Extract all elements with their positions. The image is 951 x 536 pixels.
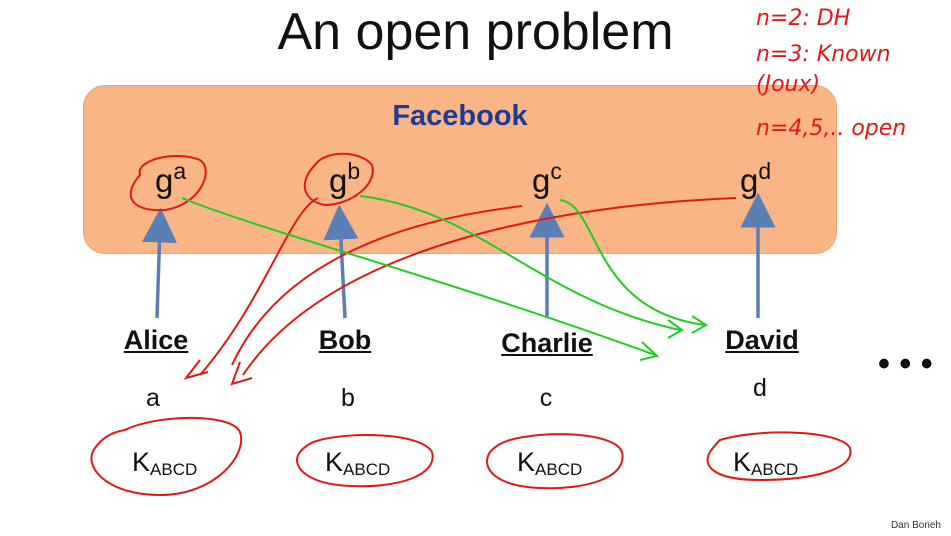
party-charlie: Charlie xyxy=(501,328,593,358)
facebook-box: Facebook xyxy=(83,85,837,254)
shared-key-alice-base: K xyxy=(132,447,151,477)
red-arrow-gb-to-alice xyxy=(199,197,319,376)
public-value-gb-exp: b xyxy=(347,158,361,184)
shared-key-alice-sub: ABCD xyxy=(150,460,198,480)
green-arrowhead-1 xyxy=(639,341,660,361)
shared-key-david: KABCD xyxy=(733,447,798,482)
slide-title: An open problem xyxy=(277,3,674,61)
circle-key-bob-icon xyxy=(296,434,434,488)
credit: Dan Boneh xyxy=(890,520,941,531)
shared-key-charlie-sub: ABCD xyxy=(535,460,583,480)
green-arrow-ga-to-david xyxy=(181,197,656,356)
public-value-gc-exp: c xyxy=(550,158,562,184)
circle-key-david-icon xyxy=(706,431,852,482)
shared-key-bob: KABCD xyxy=(325,447,390,482)
shared-key-bob-sub: ABCD xyxy=(343,460,391,480)
red-arrowhead-1 xyxy=(183,359,209,380)
party-david: David xyxy=(725,325,799,355)
secret-b: b xyxy=(341,384,355,412)
red-arrow-gd-to-alice xyxy=(242,197,737,376)
public-value-gd-exp: d xyxy=(758,158,772,184)
secret-d: d xyxy=(753,374,767,402)
public-value-gd: gd xyxy=(740,160,771,200)
green-arrow-gc-to-david xyxy=(559,199,706,326)
party-bob: Bob xyxy=(318,325,372,355)
red-arrowhead-2 xyxy=(230,361,253,386)
green-arrowhead-3 xyxy=(691,315,708,334)
public-value-ga-base: g xyxy=(155,162,174,199)
public-value-gc-base: g xyxy=(532,162,551,199)
public-value-gd-base: g xyxy=(740,162,759,199)
circle-key-charlie-icon xyxy=(486,433,624,490)
shared-key-charlie: KABCD xyxy=(517,447,582,482)
public-value-gb: gb xyxy=(329,160,360,200)
circle-ga-icon xyxy=(129,154,207,212)
green-arrow-gb-to-david xyxy=(359,195,681,331)
shared-key-alice: KABCD xyxy=(132,447,197,482)
arrow-bob-up xyxy=(323,204,359,319)
facebook-label: Facebook xyxy=(392,100,528,132)
public-value-gc: gc xyxy=(532,160,562,200)
secret-c: c xyxy=(539,384,553,412)
public-value-gb-base: g xyxy=(329,162,348,199)
note-n3: n=3: Known (Joux) xyxy=(756,42,891,97)
circle-key-alice-icon xyxy=(90,416,243,497)
green-arrowhead-2 xyxy=(667,319,684,339)
ellipsis: • • • xyxy=(878,345,933,383)
public-value-ga: ga xyxy=(155,160,186,200)
shared-key-bob-base: K xyxy=(325,447,344,477)
red-arrow-gc-to-alice xyxy=(231,205,523,366)
circle-gb-icon xyxy=(303,152,374,207)
note-n2: n=2: DH xyxy=(756,6,851,31)
shared-key-david-sub: ABCD xyxy=(751,460,799,480)
arrow-alice-up xyxy=(141,207,177,319)
secret-a: a xyxy=(146,384,160,412)
shared-key-david-base: K xyxy=(733,447,752,477)
party-alice: Alice xyxy=(123,325,189,355)
public-value-ga-exp: a xyxy=(173,158,187,184)
note-n45: n=4,5,.. open xyxy=(756,116,907,141)
shared-key-charlie-base: K xyxy=(517,447,536,477)
